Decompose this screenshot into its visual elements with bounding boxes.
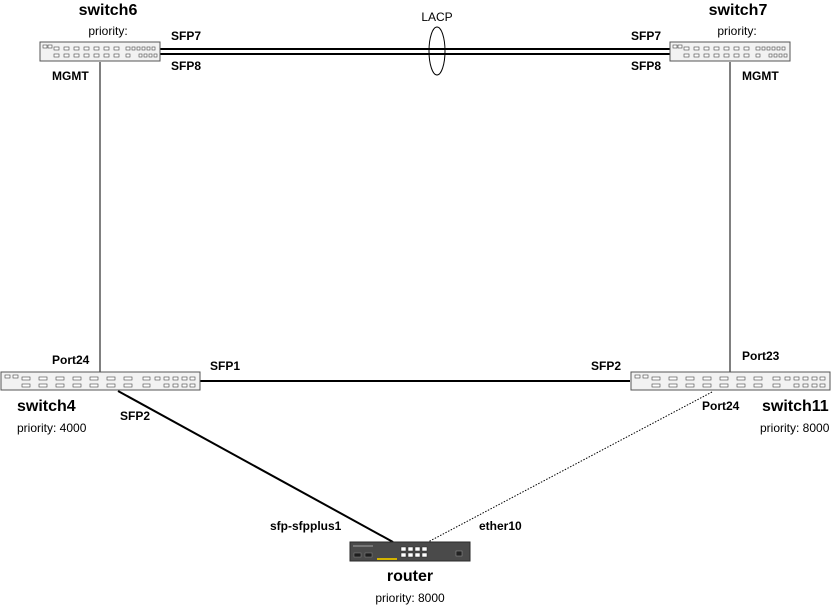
router-port-ether10: ether10	[479, 519, 522, 533]
switch7-name: switch7	[708, 2, 768, 19]
switch7-port-sfp7: SFP7	[631, 29, 662, 43]
switch4-priority: priority: 4000	[17, 421, 87, 435]
switch11-priority: priority: 8000	[760, 421, 830, 435]
router-name: router	[386, 568, 434, 585]
link-switch4-router	[117, 390, 394, 543]
link-switch11-router	[427, 391, 713, 543]
switch6-port-mgmt: MGMT	[52, 69, 89, 83]
switch11-port-port23: Port23	[742, 349, 780, 363]
switch7-device[interactable]	[669, 41, 791, 62]
switch11-port-sfp2: SFP2	[591, 359, 622, 373]
switch4-device[interactable]	[0, 371, 201, 391]
router-device[interactable]	[349, 541, 471, 562]
links	[99, 26, 731, 543]
switch4-port-sfp2: SFP2	[120, 409, 151, 423]
router-priority: priority: 8000	[375, 591, 445, 605]
switch11-name: switch11	[762, 398, 829, 415]
switch7-port-sfp8: SFP8	[631, 59, 662, 73]
switch6-port-sfp7: SFP7	[171, 29, 202, 43]
switch4-port-sfp1: SFP1	[210, 359, 241, 373]
switch6-device[interactable]	[39, 41, 161, 62]
switch7-port-mgmt: MGMT	[742, 69, 779, 83]
switch6-port-sfp8: SFP8	[171, 59, 202, 73]
lacp-label: LACP	[421, 10, 453, 24]
switch4-port-port24: Port24	[52, 353, 90, 367]
switch7-priority: priority:	[717, 24, 757, 38]
router-port-sfp-sfpplus1: sfp-sfpplus1	[270, 519, 342, 533]
switch6-priority: priority:	[88, 24, 128, 38]
lacp-bundle-marker	[428, 26, 446, 76]
switch11-port-port24: Port24	[702, 399, 740, 413]
switch4-name: switch4	[17, 398, 76, 415]
switch6-name: switch6	[78, 2, 138, 19]
switch11-device[interactable]	[630, 371, 831, 391]
